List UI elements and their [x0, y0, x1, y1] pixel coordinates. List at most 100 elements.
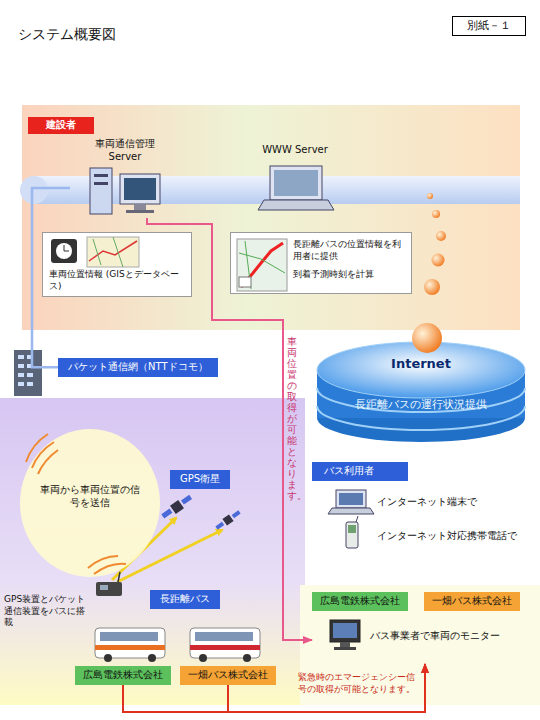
internet-disk-icon: [315, 318, 527, 446]
callout-box-icon: [64, 245, 65, 251]
operator-panel-icon: [334, 647, 356, 650]
internet-disk: Internet 長距離バスの運行状況提供: [315, 318, 531, 446]
user-panel-icon: [346, 522, 358, 548]
callout-box-icon: [93, 237, 123, 267]
callout-box-icon: [239, 241, 285, 289]
building-icon: [14, 350, 42, 396]
web-server-icon: [274, 170, 318, 196]
builder-region: 建設者車両通信管理 ServerWWW Server車両位置情報 (GISとデー…: [22, 105, 520, 330]
builder-band: [22, 105, 520, 330]
bus-icon: [95, 628, 260, 662]
node-text: 一畑バス株式会社: [188, 669, 268, 682]
signal-ellipse: 車両から車両位置の信号を送信: [18, 428, 163, 578]
server-node-icon: [94, 174, 108, 177]
callout-box-icon: [43, 233, 193, 295]
satellite-icon: [222, 514, 233, 525]
callout-box-icon: [239, 277, 251, 287]
node-text: バス事業者で車両のモニター: [370, 630, 500, 643]
server-node-icon: [134, 204, 146, 210]
satellite-icon: [161, 495, 240, 530]
gps-device: [96, 582, 122, 596]
satellite-icon: [181, 495, 192, 505]
bus-icon: [148, 654, 156, 662]
node-text: 長距離バスの運行状況提供: [315, 398, 527, 412]
node-text: インターネット対応携帯電話で: [377, 530, 517, 543]
sheet-tag: 別紙－１: [452, 16, 526, 36]
callout-box-icon: [237, 239, 287, 291]
node-text: 車両から車両位置の信号を送信: [40, 484, 140, 509]
node-text: パケット通信網（NTTドコモ）: [68, 361, 208, 374]
server-node-icon: [124, 178, 156, 200]
signal-ellipse-icon: [20, 429, 160, 577]
callout-box-icon: [64, 251, 69, 252]
web-server-icon: [270, 166, 322, 200]
building-icon: [27, 382, 33, 386]
operator-panel-icon: [330, 620, 360, 642]
bubbles: [432, 210, 440, 218]
user-panel-icon: [348, 525, 356, 533]
node-text: インターネット端末で: [377, 496, 477, 509]
satellite-icon: [161, 509, 172, 519]
bubbles: [432, 254, 445, 267]
building-icon: [27, 373, 33, 377]
bubbles: [424, 193, 446, 295]
server-node-icon: [126, 210, 154, 213]
building-icon: [18, 364, 24, 368]
building-icon: [18, 355, 24, 359]
satellite-icon: [215, 522, 224, 530]
building-icon: [14, 350, 42, 396]
building-icon: [18, 373, 24, 377]
vehicle-region: [0, 398, 540, 705]
callout-box: 長距離バスの位置情報を利用者に提供到着予測時刻を計算: [230, 232, 412, 294]
operator-panel-icon: [333, 623, 357, 638]
gps-device: [100, 585, 108, 590]
edge-label: 車両位置の取得が可能となります。: [287, 336, 297, 501]
node-text: 車両位置情報 (GISとデータベース): [49, 269, 187, 292]
building-icon: [18, 382, 24, 386]
node-text: 一畑バス株式会社: [424, 592, 520, 611]
user-panel: バス利用者インターネット端末でインターネット対応携帯電話で: [312, 462, 527, 567]
diagram-title: システム概要図: [18, 26, 116, 44]
server-node-icon: [94, 182, 108, 185]
note-label: GPS装置とパケット通信装置をバスに搭載: [4, 594, 90, 629]
satellite-icon: [170, 500, 184, 514]
bubbles: [436, 231, 446, 241]
node-text: バス利用者: [312, 462, 408, 481]
network-label: パケット通信網（NTTドコモ）: [58, 358, 218, 377]
node-text: 広島電鉄株式会社: [312, 592, 408, 611]
bus-icon: [190, 645, 260, 650]
bus-icon: [104, 654, 112, 662]
callout-box-icon: [87, 237, 139, 267]
company-label: 広島電鉄株式会社: [75, 666, 171, 685]
node-text: Internet: [315, 356, 527, 372]
builder-band: [20, 176, 48, 204]
node-text: 建設者: [28, 117, 94, 134]
node-text: WWW Server: [245, 144, 345, 157]
builder-band: [20, 105, 520, 330]
gps-device: [118, 572, 120, 582]
callout-box: 車両位置情報 (GISとデータベース): [42, 232, 192, 297]
internet-disk-icon: [412, 323, 442, 353]
operator-panel: 広島電鉄株式会社一畑バス株式会社バス事業者で車両のモニター: [312, 592, 527, 664]
company-label: 一畑バス株式会社: [180, 666, 276, 685]
web-server-icon: [258, 200, 334, 210]
server-node-icon: [120, 174, 160, 204]
edge-label: 緊急時のエマージェンシー信号の取得が可能となります。: [298, 672, 416, 695]
signal-ellipse-icon: [26, 434, 58, 474]
bus-icon: [199, 654, 207, 662]
node-text: 広島電鉄株式会社: [83, 669, 163, 682]
node-text: 長距離バス: [160, 593, 210, 606]
callout-box-icon: [56, 243, 72, 259]
bus-icon: [95, 645, 165, 650]
bus-icon: [243, 654, 251, 662]
bus-icon: [95, 628, 165, 658]
bubbles: [424, 279, 440, 295]
web-server: WWW Server: [240, 138, 350, 218]
bubbles: [427, 193, 433, 199]
user-panel-icon: [328, 508, 374, 514]
node-text: 別紙－１: [467, 19, 511, 33]
operator-panel-icon: [340, 642, 350, 647]
bus-icon: [195, 632, 253, 641]
vehicle-region: [0, 398, 305, 705]
